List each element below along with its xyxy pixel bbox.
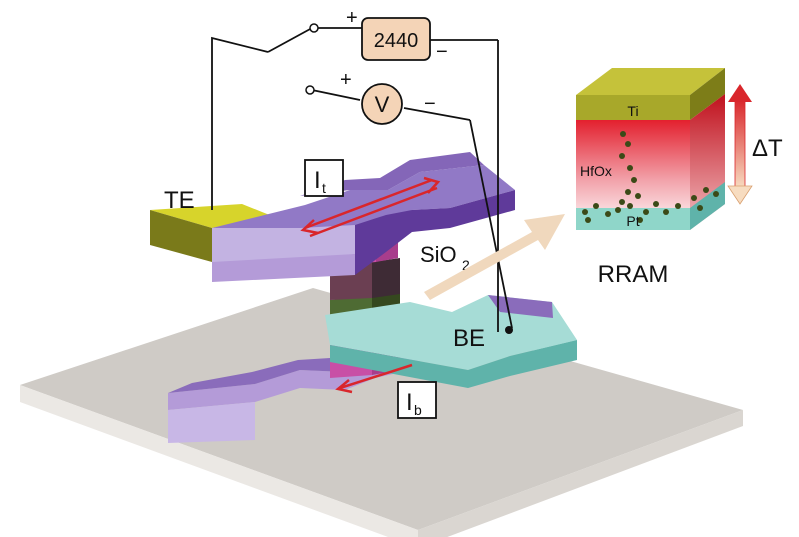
terminal-dot (305, 85, 315, 95)
be-label: BE (453, 325, 485, 352)
filament-dots (582, 131, 719, 223)
meter-plus-sign: + (346, 7, 358, 29)
it-subscript: t (322, 180, 326, 196)
current-arrow-top (300, 176, 441, 238)
it-label: I (314, 167, 321, 194)
rram-ti-top (576, 68, 725, 95)
source-meter: 2440 + − (346, 7, 448, 63)
sio2-label: SiO (420, 242, 457, 267)
source-meter-label: 2440 (374, 30, 419, 52)
rram-label: RRAM (598, 261, 669, 288)
top-heater (212, 152, 515, 282)
meter-minus-sign: − (436, 41, 448, 63)
sio2-zoom-arrow (424, 214, 565, 300)
substrate-top (20, 288, 743, 530)
current-arrow-bottom (335, 363, 413, 394)
be-electrode (325, 295, 577, 388)
delta-t-arrow (727, 84, 753, 205)
it-label-box: I t (304, 159, 344, 197)
hfox-label: HfOx (580, 163, 612, 179)
pt-label: Pt (626, 213, 639, 229)
circuit-wires (211, 27, 513, 332)
rram-ti-layer (576, 95, 690, 120)
voltmeter: V + − (340, 69, 436, 125)
volt-minus-sign: − (424, 93, 436, 115)
te-label: TE (164, 187, 195, 214)
substrate (20, 288, 743, 537)
sio2-subscript: 2 (462, 257, 470, 273)
delta-t-label: ΔT (752, 135, 783, 162)
ib-subscript: b (414, 402, 422, 418)
substrate-front-side (418, 410, 743, 537)
substrate-left-side (20, 385, 418, 537)
ti-label: Ti (627, 103, 638, 119)
terminal-dot (309, 23, 319, 33)
ib-label: I (406, 389, 413, 416)
be-contact-dot (505, 326, 513, 334)
rram-pt-layer (576, 208, 690, 230)
volt-plus-sign: + (340, 69, 352, 91)
rram-cell: Ti HfOx Pt RRAM (576, 68, 725, 288)
ib-label-box: I b (397, 381, 437, 419)
voltmeter-label: V (375, 92, 390, 117)
